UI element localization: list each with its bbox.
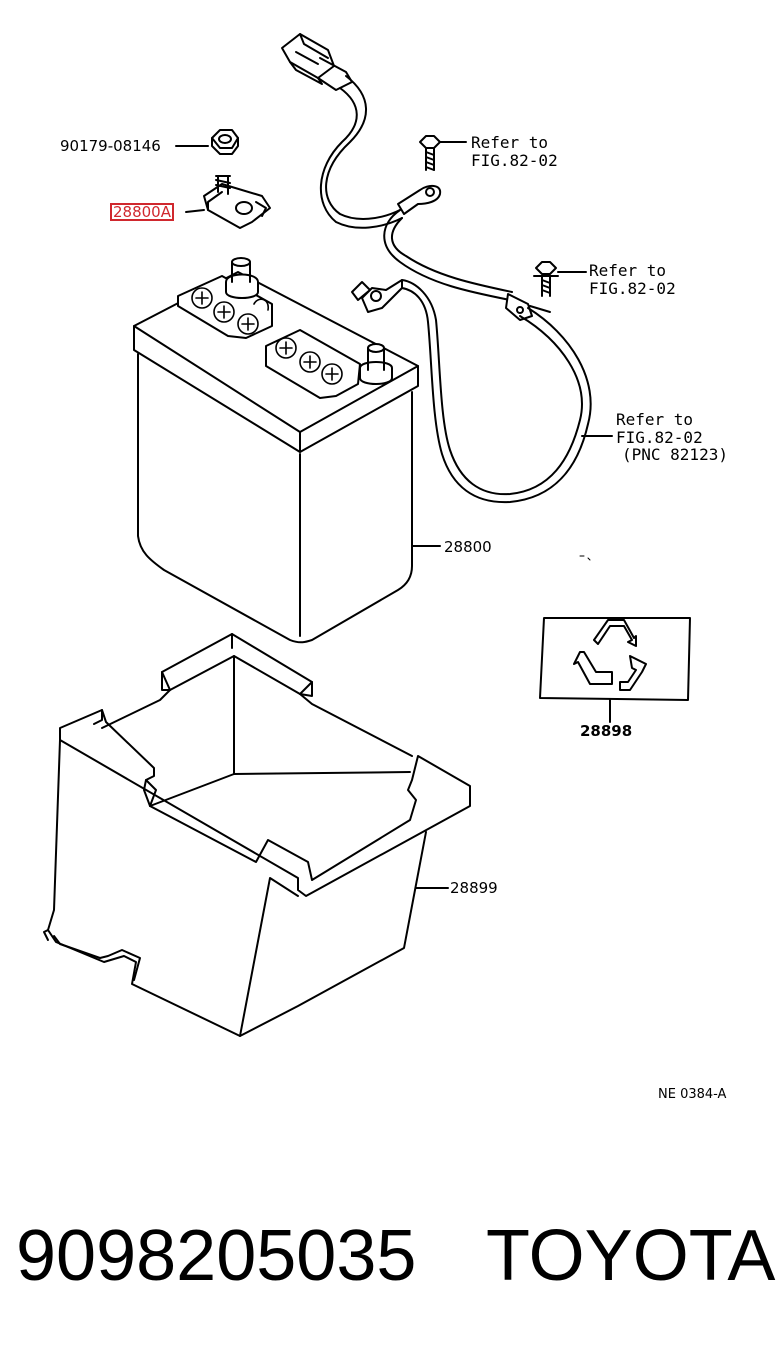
nut-icon[interactable]	[175, 129, 239, 155]
recycle-part-number[interactable]: 28898	[580, 722, 633, 740]
recycle-label[interactable]	[539, 617, 691, 723]
refer-label-2-line-2[interactable]: FIG.82-02	[589, 279, 676, 298]
battery-tray[interactable]	[43, 633, 471, 1037]
refer-label-3-line-3: (PNC 82123)	[622, 445, 728, 464]
battery[interactable]	[133, 257, 441, 644]
speck	[579, 555, 591, 561]
bolt-icon[interactable]	[419, 135, 467, 171]
tray-part-number[interactable]: 28899	[450, 879, 498, 897]
refer-label-1-line-2[interactable]: FIG.82-02	[471, 151, 558, 170]
refer-label-3-line-1: Refer to	[616, 410, 694, 429]
footer-part-number: 9098205035	[16, 1216, 417, 1296]
refer-label-3-line-2[interactable]: FIG.82-02	[616, 428, 703, 447]
bolt-icon[interactable]	[533, 261, 587, 297]
nut-part-number[interactable]: 90179-08146	[60, 137, 161, 155]
terminal-part-number[interactable]: 28800A	[110, 203, 174, 221]
battery-part-number[interactable]: 28800	[444, 538, 492, 556]
wire-harness[interactable]	[281, 33, 592, 504]
figure-code: NE 0384-A	[658, 1087, 727, 1102]
refer-label-1-line-1: Refer to	[471, 133, 549, 152]
recycle-icon	[573, 619, 647, 691]
refer-label-2-line-1: Refer to	[589, 261, 667, 280]
footer-brand: TOYOTA	[486, 1216, 776, 1296]
terminal-clamp[interactable]	[185, 175, 271, 229]
